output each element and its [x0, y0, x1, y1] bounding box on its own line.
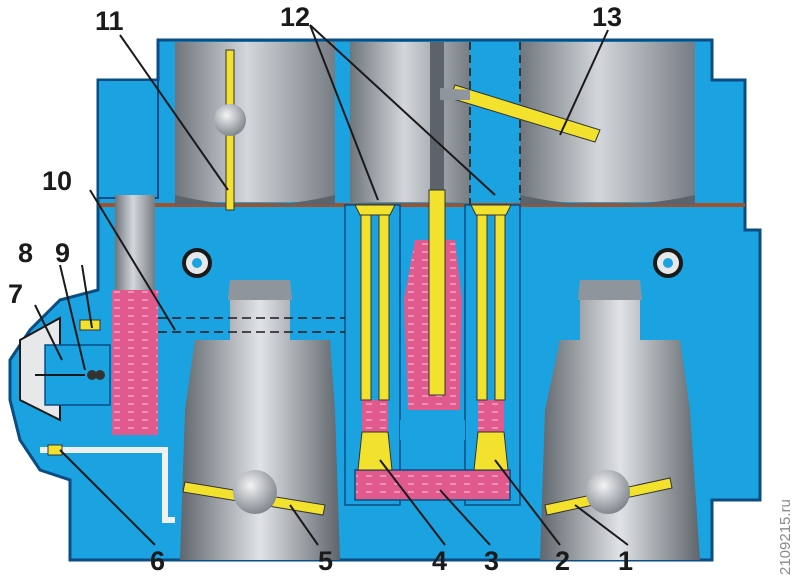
watermark: 2109215.ru	[777, 499, 794, 575]
fuel-jet	[47, 444, 63, 456]
upper-center-chamber	[350, 42, 470, 202]
callout-label-10: 10	[42, 166, 72, 196]
emulsion-tube-right	[470, 204, 512, 401]
throttle-valve-primary	[182, 470, 326, 516]
callout-label-9: 9	[55, 238, 70, 268]
fuel-line	[40, 447, 175, 523]
small-venturi-right	[653, 248, 683, 278]
callout-label-11: 11	[95, 6, 124, 36]
callout-label-1: 1	[618, 546, 633, 576]
center-tube	[428, 189, 446, 396]
callout-label-12: 12	[280, 2, 310, 32]
callout-label-6: 6	[150, 546, 165, 576]
right-venturi	[540, 280, 700, 560]
callout-labels: 1 2 3 4 5 6 7 8 9 10 11 12 13	[8, 2, 633, 576]
callout-label-5: 5	[318, 546, 333, 576]
choke-shaft	[214, 49, 246, 211]
main-jets	[357, 431, 509, 471]
idle-valve-assembly	[19, 316, 111, 422]
callout-label-2: 2	[555, 546, 570, 576]
callout-label-8: 8	[18, 238, 33, 268]
float-chamber	[112, 195, 158, 435]
callout-label-4: 4	[432, 546, 447, 576]
leader-lines	[34, 24, 629, 546]
callout-label-3: 3	[484, 546, 499, 576]
upper-left-chamber	[175, 42, 335, 205]
idle-channel	[158, 317, 345, 333]
emulsion-tube-left	[354, 204, 396, 401]
small-venturi-left	[182, 248, 212, 278]
callout-label-13: 13	[592, 2, 622, 32]
callout-label-7: 7	[8, 279, 23, 309]
